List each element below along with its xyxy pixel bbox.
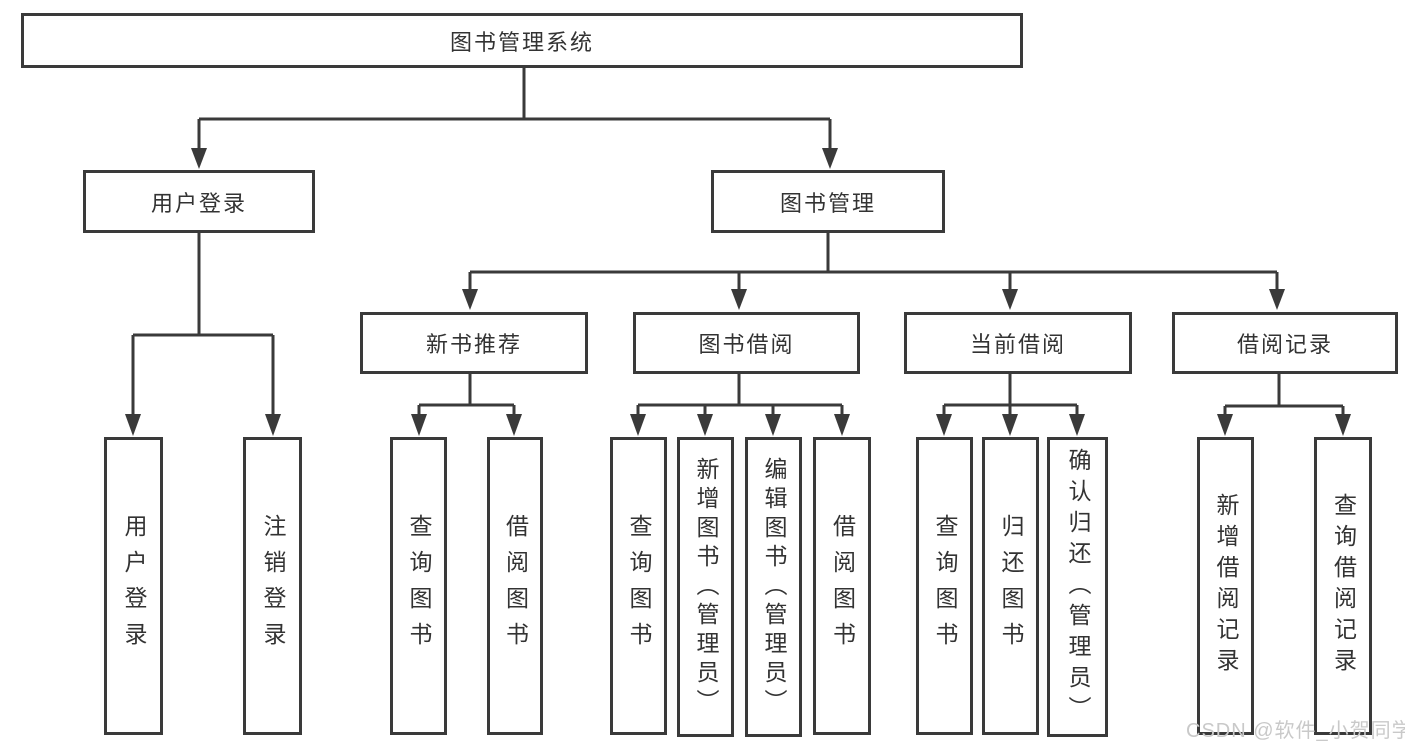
leaf-br-add-record-label: 新增借阅记录 — [1213, 493, 1239, 679]
leaf-bb-borrow-books-label: 借阅图书 — [829, 514, 856, 658]
leaf-br-query-record: 查询借阅记录 — [1314, 437, 1372, 735]
arrowhead — [462, 289, 478, 310]
arrowhead — [125, 414, 141, 436]
leaf-rec-borrow-books: 借阅图书 — [487, 437, 543, 735]
arrowhead — [697, 414, 713, 436]
node-current-borrow: 当前借阅 — [904, 312, 1132, 374]
arrowhead — [1002, 289, 1018, 310]
leaf-logout-login-label: 注销登录 — [260, 514, 286, 658]
arrowhead — [765, 414, 781, 436]
node-new-book-rec-label: 新书推荐 — [425, 332, 522, 357]
node-book-mgmt: 图书管理 — [711, 170, 945, 233]
node-book-borrow: 图书借阅 — [633, 312, 860, 374]
node-root: 图书管理系统 — [21, 13, 1023, 68]
leaf-rec-query-books-label: 查询图书 — [406, 514, 432, 658]
arrowhead — [1269, 289, 1285, 310]
arrowhead — [822, 148, 838, 169]
arrowhead — [411, 414, 427, 436]
leaf-user-login: 用户登录 — [104, 437, 163, 735]
leaf-cb-confirm-return-label: 确认归还（管理员） — [1065, 447, 1091, 727]
leaf-rec-query-books: 查询图书 — [390, 437, 447, 735]
leaf-br-query-record-label: 查询借阅记录 — [1330, 493, 1357, 679]
node-book-borrow-label: 图书借阅 — [698, 332, 795, 357]
arrowhead — [1217, 414, 1233, 436]
edge-userlogin-to-leaves — [131, 233, 275, 416]
leaf-bb-borrow-books: 借阅图书 — [813, 437, 871, 735]
edge-bookborrow-to-leaves — [636, 374, 844, 416]
leaf-bb-query-books-label: 查询图书 — [626, 514, 652, 658]
edge-currentborrow-to-leaves — [942, 374, 1079, 416]
node-user-login-label: 用户登录 — [150, 190, 247, 216]
arrowhead — [731, 289, 747, 310]
arrowhead — [1335, 414, 1351, 436]
leaf-cb-return-books-label: 归还图书 — [998, 514, 1024, 658]
node-book-mgmt-label: 图书管理 — [779, 190, 876, 216]
arrowhead — [191, 148, 207, 169]
edge-borrowrecords-to-leaves — [1223, 374, 1345, 416]
arrowhead — [265, 414, 281, 436]
leaf-cb-query-books: 查询图书 — [916, 437, 973, 735]
csdn-watermark: CSDN @软件_小贺同学 — [1186, 720, 1405, 742]
leaf-bb-add-books: 新增图书（管理员） — [677, 437, 734, 737]
edge-bookmgmt-to-level3 — [468, 233, 1279, 291]
leaf-cb-return-books: 归还图书 — [982, 437, 1039, 735]
leaf-bb-query-books: 查询图书 — [610, 437, 667, 735]
node-user-login: 用户登录 — [83, 170, 315, 233]
leaf-bb-edit-books-label: 编辑图书（管理员） — [761, 456, 787, 718]
edge-newbookrec-to-leaves — [417, 374, 516, 416]
node-current-borrow-label: 当前借阅 — [969, 332, 1066, 357]
leaf-cb-query-books-label: 查询图书 — [932, 514, 958, 658]
arrowhead — [936, 414, 952, 436]
arrowhead — [630, 414, 646, 436]
leaf-bb-edit-books: 编辑图书（管理员） — [745, 437, 802, 737]
node-borrow-records: 借阅记录 — [1172, 312, 1398, 374]
leaf-user-login-label: 用户登录 — [121, 514, 147, 658]
arrowhead — [1002, 414, 1018, 436]
leaf-bb-add-books-label: 新增图书（管理员） — [693, 456, 719, 718]
arrowhead — [506, 414, 522, 436]
leaf-cb-confirm-return: 确认归还（管理员） — [1047, 437, 1108, 737]
leaf-br-add-record: 新增借阅记录 — [1197, 437, 1254, 735]
node-root-label: 图书管理系统 — [449, 29, 594, 55]
arrowhead — [834, 414, 850, 436]
leaf-logout-login: 注销登录 — [243, 437, 302, 735]
node-new-book-rec: 新书推荐 — [360, 312, 588, 374]
arrowhead — [1069, 414, 1085, 436]
node-borrow-records-label: 借阅记录 — [1236, 332, 1333, 357]
edge-root-to-level2 — [197, 68, 832, 150]
leaf-rec-borrow-books-label: 借阅图书 — [502, 514, 529, 658]
